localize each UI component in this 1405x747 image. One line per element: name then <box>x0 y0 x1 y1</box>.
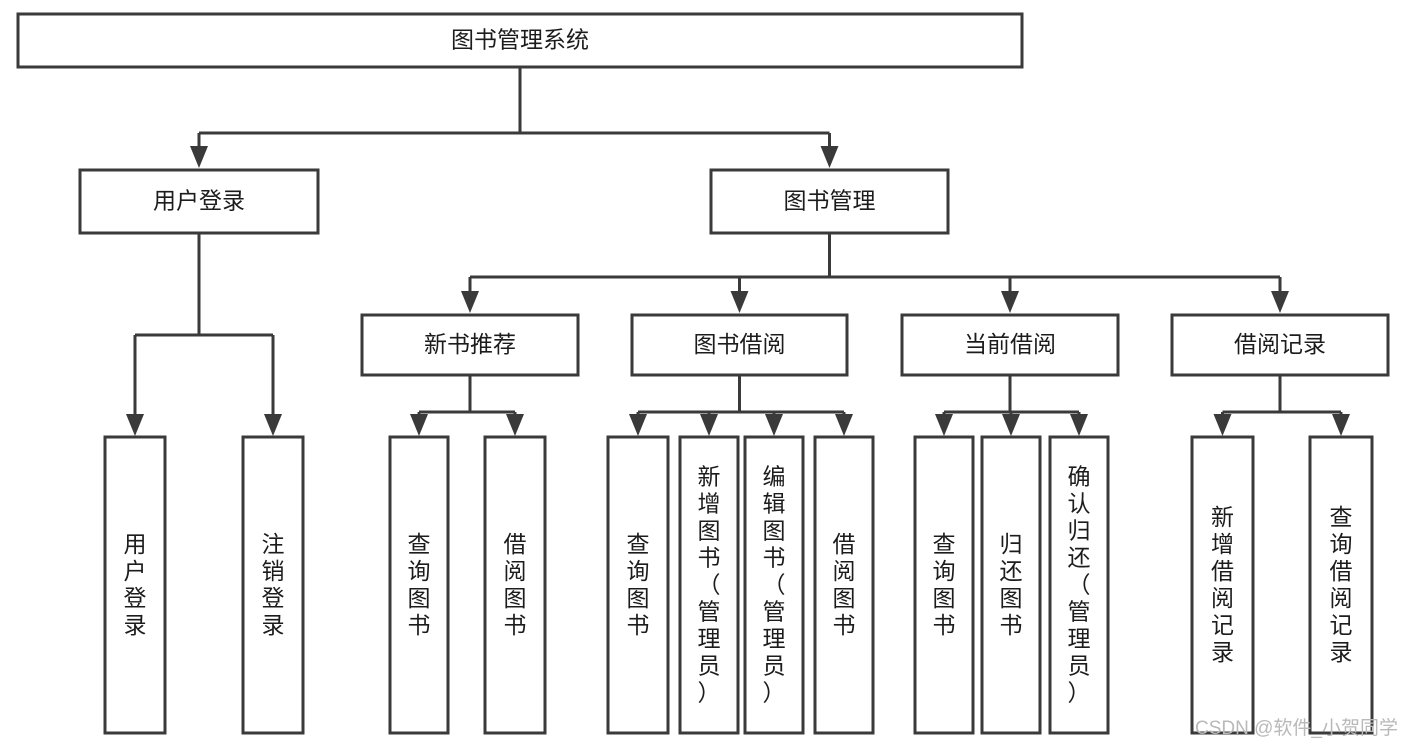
node-box-book-manage <box>709 168 950 235</box>
node-box-leaf-cb-return-book <box>980 435 1042 735</box>
node-user-login[interactable]: 用户登录 <box>78 168 320 235</box>
node-box-leaf-br-add-record <box>1190 435 1255 735</box>
node-leaf-logout[interactable]: 注销登录 <box>241 435 305 735</box>
node-box-book-borrow <box>630 313 849 377</box>
node-box-root <box>16 12 1024 69</box>
node-leaf-bb-edit-book[interactable]: 编辑图书（管理员） <box>743 435 805 735</box>
node-label-leaf-bb-borrow-book: 借阅图书 <box>833 531 856 638</box>
node-leaf-user-login[interactable]: 用户登录 <box>103 435 167 735</box>
node-leaf-br-add-record[interactable]: 新增借阅记录 <box>1190 435 1255 735</box>
node-label-leaf-bb-add-book: 新增图书（管理员） <box>698 464 721 706</box>
arrow-head-icon-leaf-bb-add-book <box>700 414 718 436</box>
node-box-leaf-cb-query-book <box>913 435 975 735</box>
arrow-head-icon-leaf-user-login <box>126 414 144 436</box>
node-box-leaf-user-login <box>103 435 167 735</box>
arrow-head-icon-leaf-logout <box>264 414 282 436</box>
node-label-user-login: 用户登录 <box>153 188 245 214</box>
node-leaf-bb-add-book[interactable]: 新增图书（管理员） <box>678 435 740 735</box>
node-box-leaf-rec-query-book <box>388 435 450 735</box>
node-leaf-cb-return-book[interactable]: 归还图书 <box>980 435 1042 735</box>
node-label-root: 图书管理系统 <box>451 27 589 53</box>
node-leaf-rec-query-book[interactable]: 查询图书 <box>388 435 450 735</box>
node-box-leaf-bb-query-book <box>606 435 670 735</box>
node-book-manage[interactable]: 图书管理 <box>709 168 950 235</box>
arrow-head-icon-leaf-bb-edit-book <box>765 414 783 436</box>
node-leaf-cb-query-book[interactable]: 查询图书 <box>913 435 975 735</box>
node-label-leaf-br-query-record: 查询借阅记录 <box>1330 504 1353 665</box>
node-label-leaf-bb-query-book: 查询图书 <box>627 531 650 638</box>
node-label-leaf-rec-borrow-book: 借阅图书 <box>504 531 527 638</box>
node-box-current-borrow <box>900 313 1120 377</box>
node-box-leaf-br-query-record <box>1308 435 1374 735</box>
arrow-head-icon-leaf-cb-confirm-return <box>1070 414 1088 436</box>
node-borrow-record[interactable]: 借阅记录 <box>1170 313 1390 377</box>
node-label-current-borrow: 当前借阅 <box>964 331 1056 357</box>
node-label-leaf-br-add-record: 新增借阅记录 <box>1211 504 1234 665</box>
node-label-book-manage: 图书管理 <box>784 188 876 214</box>
node-label-leaf-cb-query-book: 查询图书 <box>933 531 956 638</box>
node-label-book-borrow: 图书借阅 <box>694 331 786 357</box>
node-new-book-rec[interactable]: 新书推荐 <box>360 313 580 377</box>
node-label-leaf-bb-edit-book: 编辑图书（管理员） <box>763 464 786 706</box>
node-box-leaf-rec-borrow-book <box>483 435 547 735</box>
arrow-head-icon-leaf-rec-borrow-book <box>506 414 524 436</box>
arrow-head-icon-leaf-bb-query-book <box>629 414 647 436</box>
node-root[interactable]: 图书管理系统 <box>16 12 1024 69</box>
arrow-head-icon-leaf-bb-borrow-book <box>835 414 853 436</box>
node-box-borrow-record <box>1170 313 1390 377</box>
node-label-leaf-logout: 注销登录 <box>262 531 285 638</box>
node-box-leaf-logout <box>241 435 305 735</box>
node-box-leaf-bb-borrow-book <box>813 435 875 735</box>
arrow-head-icon-leaf-br-add-record <box>1213 414 1232 436</box>
node-leaf-br-query-record[interactable]: 查询借阅记录 <box>1308 435 1374 735</box>
node-leaf-bb-borrow-book[interactable]: 借阅图书 <box>813 435 875 735</box>
arrow-head-icon-leaf-cb-return-book <box>1002 414 1020 436</box>
arrow-head-icon-book-manage <box>820 146 839 168</box>
node-box-leaf-bb-edit-book <box>743 435 805 735</box>
node-label-borrow-record: 借阅记录 <box>1234 331 1326 357</box>
node-box-leaf-bb-add-book <box>678 435 740 735</box>
node-book-borrow[interactable]: 图书借阅 <box>630 313 849 377</box>
node-label-leaf-cb-confirm-return: 确认归还（管理员） <box>1068 464 1091 706</box>
node-current-borrow[interactable]: 当前借阅 <box>900 313 1120 377</box>
node-leaf-cb-confirm-return[interactable]: 确认归还（管理员） <box>1048 435 1110 735</box>
arrow-head-icon-new-book-rec <box>461 291 479 313</box>
watermark-label: CSDN @软件_小贺同学 <box>1195 717 1398 739</box>
arrow-head-icon-current-borrow <box>1001 291 1019 313</box>
node-box-new-book-rec <box>360 313 580 377</box>
node-box-user-login <box>78 168 320 235</box>
node-leaf-rec-borrow-book[interactable]: 借阅图书 <box>483 435 547 735</box>
node-label-leaf-cb-return-book: 归还图书 <box>1000 531 1023 638</box>
arrow-head-icon-leaf-br-query-record <box>1332 414 1350 436</box>
node-box-leaf-cb-confirm-return <box>1048 435 1110 735</box>
arrow-head-icon-user-login <box>190 146 208 168</box>
arrow-head-icon-borrow-record <box>1271 291 1289 313</box>
node-leaf-bb-query-book[interactable]: 查询图书 <box>606 435 670 735</box>
arrow-head-icon-leaf-cb-query-book <box>935 414 953 436</box>
node-label-new-book-rec: 新书推荐 <box>424 331 516 357</box>
arrow-head-icon-leaf-rec-query-book <box>410 414 428 436</box>
arrow-head-icon-book-borrow <box>730 291 749 313</box>
box-layer: 图书管理系统用户登录图书管理新书推荐图书借阅当前借阅借阅记录用户登录注销登录查询… <box>16 12 1390 735</box>
connector-layer <box>126 67 1350 436</box>
node-label-leaf-user-login: 用户登录 <box>124 531 147 638</box>
node-label-leaf-rec-query-book: 查询图书 <box>408 531 431 638</box>
